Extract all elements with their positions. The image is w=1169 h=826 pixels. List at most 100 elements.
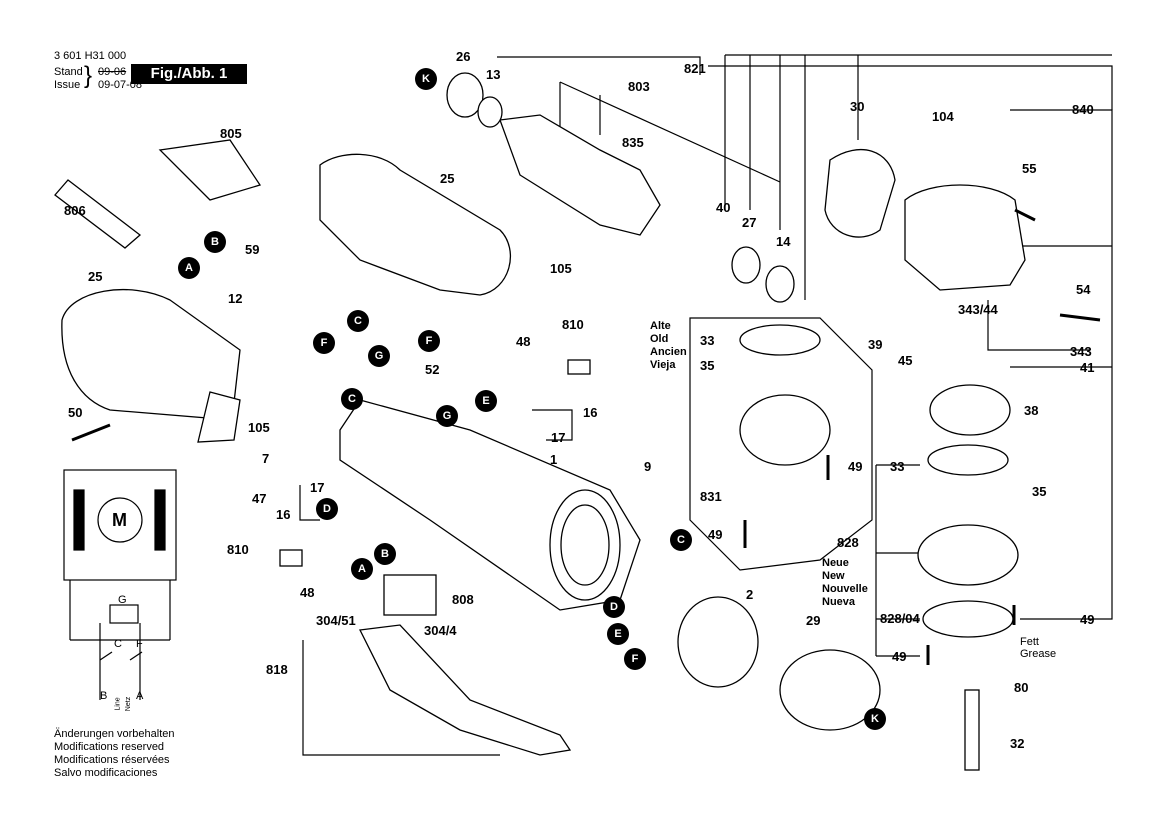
connector-b-top: B [204,231,226,253]
connector-f-left: F [313,332,335,354]
footer-line-de: Änderungen vorbehalten [54,728,175,740]
part-label-33-new: 33 [890,459,905,474]
leader-frame-840 [1010,109,1113,620]
part-label-13: 13 [486,67,501,82]
schematic-a: A [136,690,144,702]
part-label-2: 2 [746,587,754,602]
part-label-55: 55 [1022,161,1037,176]
part-label-1: 1 [550,452,558,467]
stand-label: Stand [54,66,83,78]
part-label-17-left: 17 [310,480,325,495]
connector-a-mid: A [351,558,373,580]
connector-k-top: K [415,68,437,90]
part-label-39: 39 [868,337,883,352]
part-label-48-left: 48 [300,585,315,600]
footer-line-en: Modifications reserved [54,741,165,753]
part-label-29: 29 [806,613,821,628]
connector-f-mid: F [418,330,440,352]
part-label-26: 26 [456,49,471,64]
schematic-g: G [118,594,127,606]
legend-new-es: Nueva [822,596,856,608]
rear-handle [359,624,572,756]
part-label-818: 818 [266,662,288,677]
legend-new-en: New [822,570,845,582]
motor-housing-top [319,153,511,296]
part-label-7: 7 [262,451,270,466]
part-label-805: 805 [220,126,242,141]
footer-line-es: Salvo modificaciones [54,767,158,779]
leader-frame-821 [708,65,1113,110]
brush-holder [383,574,437,616]
part-label-17-mid: 17 [551,430,566,445]
bearing-14 [765,265,795,303]
stand-date: 09-06 [98,66,127,78]
part-label-30: 30 [850,99,865,114]
part-label-54: 54 [1076,282,1091,297]
armature [499,114,661,236]
part-label-810-left: 810 [227,542,249,557]
part-label-25-left: 25 [88,269,103,284]
connector-d-left: D [316,498,338,520]
issue-label: Issue [54,79,81,91]
part-label-810-top: 810 [562,317,584,332]
switch-810 [567,359,591,375]
part-label-52: 52 [425,362,440,377]
legend-old-de: Alte [650,320,671,332]
part-label-50: 50 [68,405,83,420]
motor-circle [97,497,143,543]
bevel-gear [929,384,1011,436]
part-label-38: 38 [1024,403,1039,418]
gear-head [904,184,1026,291]
bearing-flange [917,524,1019,586]
part-label-808: 808 [452,592,474,607]
part-label-840: 840 [1072,102,1094,117]
legend-new-de: Neue [822,557,849,569]
part-label-14: 14 [776,234,791,249]
connector-g-left: G [368,345,390,367]
part-label-304-4: 304/4 [424,623,457,638]
legend-old-en: Old [650,333,669,345]
spindle [964,689,980,771]
field-coil [677,596,759,688]
part-label-49-c: 49 [892,649,907,664]
legend-old-fr: Ancien [650,346,687,358]
part-label-45: 45 [898,353,913,368]
part-label-16-left: 16 [276,507,291,522]
schematic-b: B [100,690,108,702]
part-label-59: 59 [245,242,260,257]
part-label-49-d: 49 [1080,612,1095,627]
schematic-netz: Netz [125,696,133,712]
connector-f-right: F [624,648,646,670]
part-label-16-mid: 16 [583,405,598,420]
figure-label: Fig./Abb. 1 [131,64,247,84]
legend-old-es: Vieja [650,359,676,371]
part-label-821: 821 [684,61,706,76]
connector-d-right: D [603,596,625,618]
part-label-343-44: 343/44 [958,302,998,317]
brace: } [84,62,93,89]
connector-e-right: E [607,623,629,645]
connector-c-top: C [347,310,369,332]
part-label-40: 40 [716,200,731,215]
part-label-828: 828 [837,535,859,550]
schematic-c: C [114,638,122,650]
grease-de: Fett [1020,636,1039,648]
connector-e-mid: E [475,390,497,412]
part-label-32: 32 [1010,736,1025,751]
part-label-47: 47 [252,491,267,506]
motor-housing-left [61,288,241,421]
cable-sleeve [54,179,142,249]
connector-k-bottom: K [864,708,886,730]
footer-line-fr: Modifications réservées [54,754,170,766]
schematic-line: Line [114,697,122,711]
guard-plate [824,149,896,238]
part-label-12: 12 [228,291,243,306]
part-label-35-old: 35 [700,358,715,373]
part-label-25-top: 25 [440,171,455,186]
part-label-343: 343 [1070,344,1092,359]
connector-g-mid: G [436,405,458,427]
part-label-33-old: 33 [700,333,715,348]
motor-symbol: M [112,510,127,530]
